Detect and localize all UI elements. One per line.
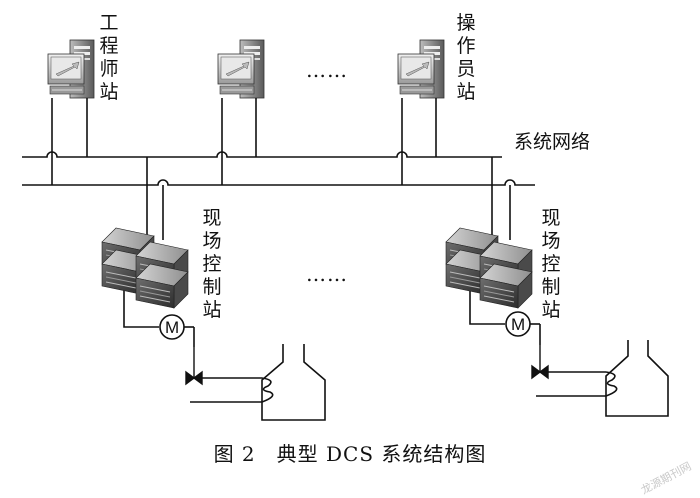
engineer-station-label: 工程师站 xyxy=(98,12,120,104)
operator-station-label-text: 操作员站 xyxy=(456,12,476,103)
right-valve xyxy=(531,345,549,380)
operator-station-computer xyxy=(397,39,445,99)
left-field-control-station-label-text: 现场控制站 xyxy=(202,207,222,321)
left-motor-label: M xyxy=(165,318,180,337)
operator-station-label: 操作员站 xyxy=(455,12,477,104)
right-field-control-station-label-text: 现场控制站 xyxy=(541,207,561,321)
right-field-control-station-label: 现场控制站 xyxy=(540,207,562,322)
station-ellipsis: …… xyxy=(306,58,348,82)
engineer-station-computer xyxy=(47,39,95,99)
field-ellipsis: …… xyxy=(306,262,348,286)
dcs-structure-diagram: 工程师站 操作员站 …… 系统网络 现场控制站 现场控制站 …… M M 图 2… xyxy=(22,12,694,497)
system-network-lines xyxy=(22,98,669,421)
engineer-station-label-text: 工程师站 xyxy=(99,12,119,103)
right-field-control-station-server xyxy=(446,228,532,308)
operator-station-computer-middle xyxy=(217,39,265,99)
left-valve xyxy=(185,347,203,386)
left-field-control-station-label: 现场控制站 xyxy=(201,207,223,322)
right-motor-label: M xyxy=(511,315,526,334)
system-network-label: 系统网络 xyxy=(514,131,591,153)
figure-caption: 图 2 典型 DCS 系统结构图 xyxy=(213,442,487,466)
left-field-control-station-server xyxy=(102,228,188,308)
diagram-canvas xyxy=(22,39,669,421)
